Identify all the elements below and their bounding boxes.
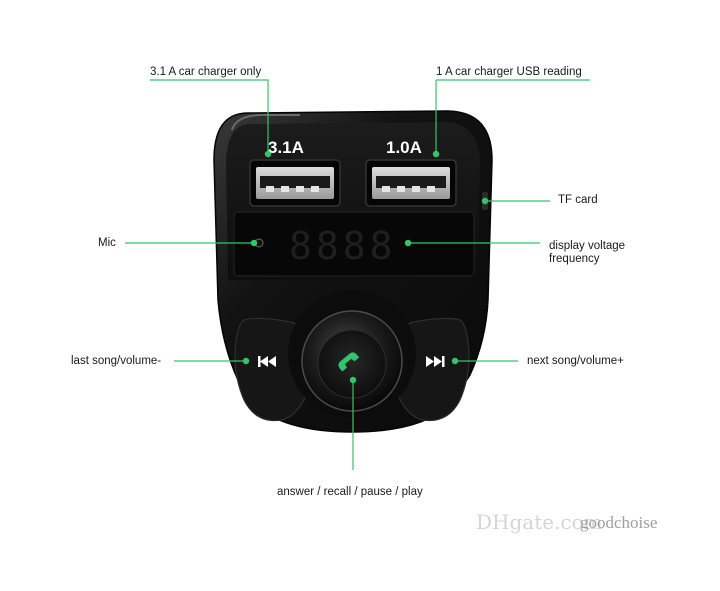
display-digits: 8888 bbox=[289, 224, 397, 268]
device-highlight bbox=[231, 114, 300, 131]
dot-tf-card bbox=[481, 197, 489, 205]
dot-usb-reading bbox=[432, 150, 440, 158]
dot-display bbox=[404, 239, 412, 247]
display-window bbox=[233, 211, 475, 277]
label-mic: Mic bbox=[98, 237, 116, 249]
dot-answer bbox=[349, 376, 357, 384]
watermark-logo: DHgate.com bbox=[476, 510, 603, 534]
dot-car-charger-only bbox=[264, 150, 272, 158]
port-left-rating: 3.1A bbox=[268, 138, 304, 157]
label-usb-reading: 1 A car charger USB reading bbox=[436, 66, 582, 78]
leader-endpoints bbox=[242, 150, 489, 384]
port-right-rating: 1.0A bbox=[386, 138, 422, 157]
usb-port-left bbox=[249, 159, 341, 207]
dot-next-song bbox=[451, 357, 459, 365]
label-car-charger-only: 3.1 A car charger only bbox=[150, 66, 262, 78]
dot-last-song bbox=[242, 357, 250, 365]
previous-track-icon bbox=[258, 356, 276, 367]
car-charger-device: 3.1A 1.0A 8888 bbox=[213, 110, 493, 433]
phone-icon bbox=[338, 352, 360, 372]
knob-button[interactable] bbox=[317, 329, 387, 399]
next-track-icon bbox=[426, 356, 445, 367]
dot-mic bbox=[250, 239, 258, 247]
label-last-song: last song/volume- bbox=[71, 355, 162, 367]
label-answer: answer / recall / pause / play bbox=[277, 486, 423, 498]
label-display-line1: display voltage bbox=[549, 240, 626, 252]
label-next-song: next song/volume+ bbox=[527, 355, 624, 367]
usb-port-right bbox=[365, 159, 457, 207]
watermark-seller: goodchoise bbox=[580, 513, 658, 532]
label-tf-card: TF card bbox=[558, 194, 598, 206]
leader-lines bbox=[125, 79, 590, 470]
leader-car-charger-only bbox=[150, 79, 269, 154]
label-display-line2: frequency bbox=[549, 253, 600, 265]
